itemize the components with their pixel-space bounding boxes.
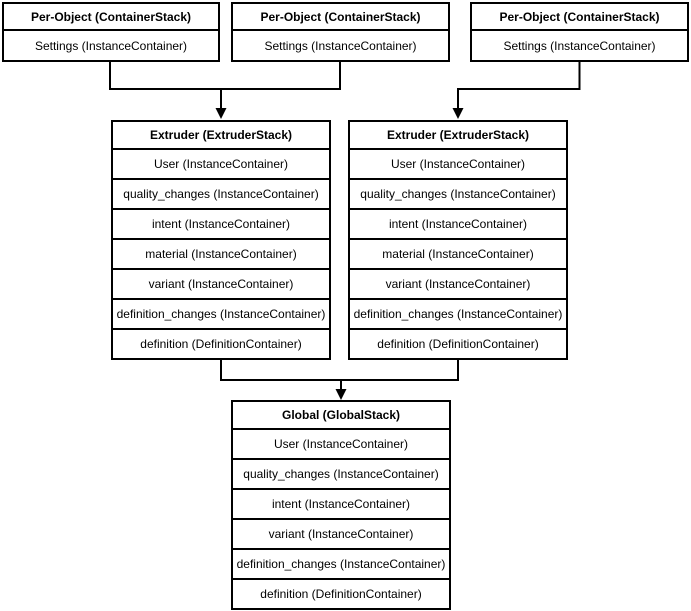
connector-perobject12-to-extruder1 — [109, 60, 341, 90]
container-row-intent: intent (InstanceContainer) — [350, 210, 566, 240]
connector-perobject3-to-extruder2 — [457, 60, 581, 109]
container-row-material: material (InstanceContainer) — [113, 240, 329, 270]
arrowhead-extruder1 — [215, 108, 227, 119]
arrowhead-extruder2 — [452, 108, 464, 119]
per-object-stack-2: Per-Object (ContainerStack) Settings (In… — [231, 2, 450, 62]
per-object-stack-title: Per-Object (ContainerStack) — [233, 4, 448, 31]
settings-row: Settings (InstanceContainer) — [34, 38, 188, 53]
container-row-quality-changes: quality_changes (InstanceContainer) — [113, 180, 329, 210]
container-row-definition: definition (DefinitionContainer) — [260, 587, 422, 601]
connector-extruders-to-global — [220, 358, 459, 381]
container-row-material: material (InstanceContainer) — [350, 240, 566, 270]
container-row-definition-changes: definition_changes (InstanceContainer) — [350, 300, 566, 330]
extruder-stack-1: Extruder (ExtruderStack) User (InstanceC… — [111, 120, 331, 360]
arrowhead-global — [335, 389, 347, 400]
container-row-definition: definition (DefinitionContainer) — [140, 337, 302, 351]
settings-row: Settings (InstanceContainer) — [264, 38, 417, 53]
container-row-definition-changes: definition_changes (InstanceContainer) — [113, 300, 329, 330]
extruder-stack-2: Extruder (ExtruderStack) User (InstanceC… — [348, 120, 568, 360]
extruder-stack-title: Extruder (ExtruderStack) — [350, 122, 566, 150]
per-object-stack-3: Per-Object (ContainerStack) Settings (In… — [470, 2, 689, 62]
settings-row: Settings (InstanceContainer) — [503, 38, 656, 53]
container-row-variant: variant (InstanceContainer) — [233, 520, 449, 550]
extruder-stack-title: Extruder (ExtruderStack) — [113, 122, 329, 150]
container-row-definition: definition (DefinitionContainer) — [377, 337, 539, 351]
container-row-intent: intent (InstanceContainer) — [233, 490, 449, 520]
per-object-stack-1: Per-Object (ContainerStack) Settings (In… — [2, 2, 220, 62]
container-row-variant: variant (InstanceContainer) — [113, 270, 329, 300]
container-row-user: User (InstanceContainer) — [350, 150, 566, 180]
container-row-user: User (InstanceContainer) — [113, 150, 329, 180]
container-row-quality-changes: quality_changes (InstanceContainer) — [350, 180, 566, 210]
container-row-definition-changes: definition_changes (InstanceContainer) — [233, 550, 449, 580]
container-row-quality-changes: quality_changes (InstanceContainer) — [233, 460, 449, 490]
per-object-stack-title: Per-Object (ContainerStack) — [472, 4, 687, 31]
global-stack: Global (GlobalStack) User (InstanceConta… — [231, 400, 451, 610]
global-stack-title: Global (GlobalStack) — [233, 402, 449, 430]
container-row-variant: variant (InstanceContainer) — [350, 270, 566, 300]
container-row-user: User (InstanceContainer) — [233, 430, 449, 460]
container-row-intent: intent (InstanceContainer) — [113, 210, 329, 240]
per-object-stack-title: Per-Object (ContainerStack) — [4, 4, 218, 31]
